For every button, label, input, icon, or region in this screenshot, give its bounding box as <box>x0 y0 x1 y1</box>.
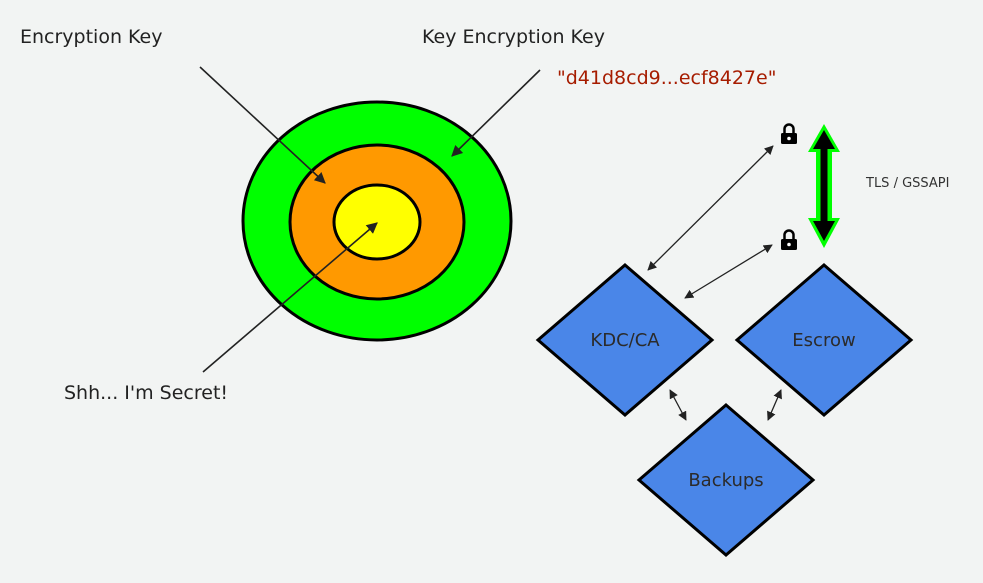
backups-node: Backups <box>636 403 816 557</box>
hash-label: "d41d8cd9...ecf8427e" <box>557 67 776 89</box>
secret-arrow <box>202 222 378 373</box>
lock-icon <box>781 123 797 144</box>
escrow-node: Escrow <box>734 263 914 417</box>
double-arrow-icon <box>808 124 840 248</box>
escrow-backups-link <box>767 389 782 421</box>
kdc-backups-link <box>669 389 687 421</box>
encryption-key-label: Encryption Key <box>20 26 163 48</box>
kdc-lower-lock-link <box>684 244 773 299</box>
protocol-label: TLS / GSSAPI <box>865 176 949 191</box>
escrow-label: Escrow <box>792 330 855 351</box>
kdc-ca-node: KDC/CA <box>535 263 715 417</box>
encryption-key-arrow <box>199 66 326 184</box>
kdc-ca-label: KDC/CA <box>590 330 660 351</box>
key-encryption-key-label: Key Encryption Key <box>422 26 605 48</box>
kdc-upper-lock-link <box>647 145 774 271</box>
backups-label: Backups <box>688 470 763 491</box>
key-encryption-key-arrow <box>451 69 541 157</box>
lock-icon <box>781 229 797 250</box>
secret-label: Shh... I'm Secret! <box>64 382 228 404</box>
